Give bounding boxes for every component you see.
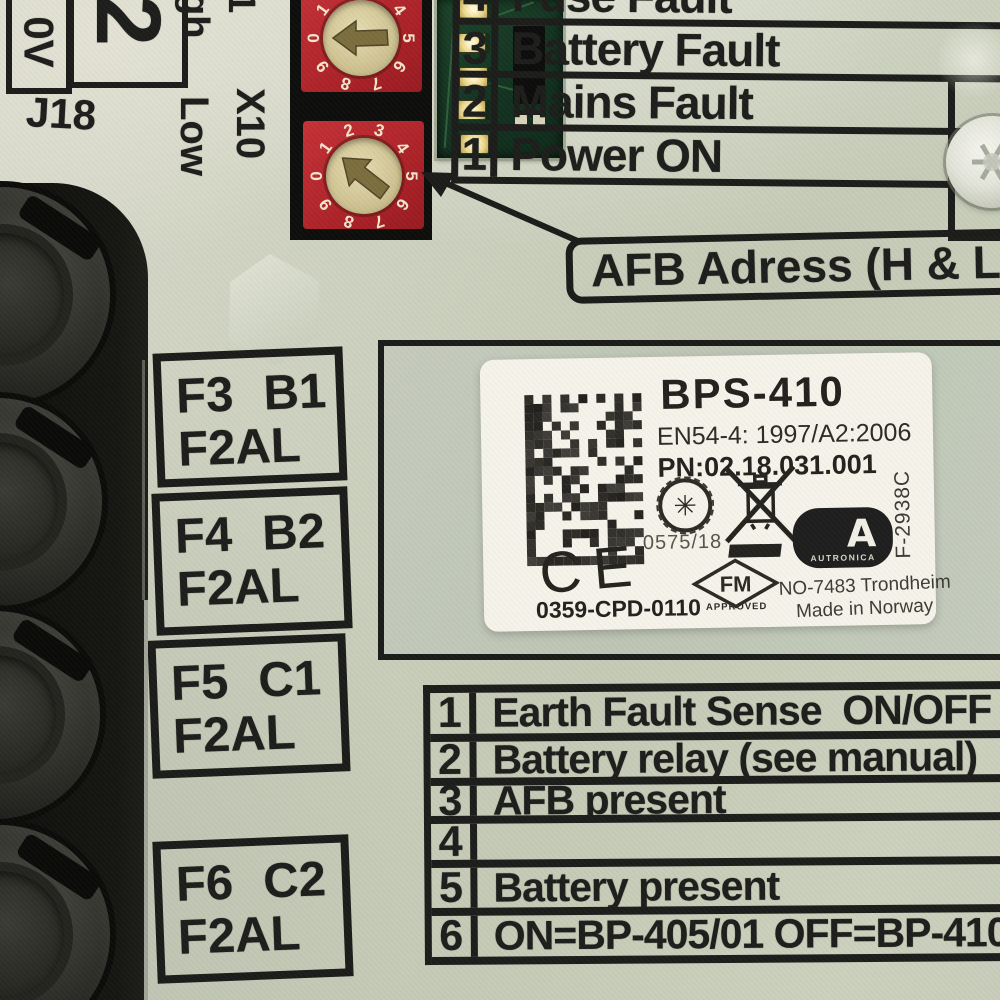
fuse-label-f3: F3 B1 F2AL [152,346,348,488]
row-label: Battery relay (see manual) [492,732,978,783]
fuse-id: F6 [174,855,235,912]
connector-j18-label: J18 [24,88,98,139]
pcb-pad [533,110,545,131]
torx-star-icon [972,143,1000,181]
recess-edge-highlight [144,600,148,1000]
panel-engraving-line [948,233,1000,241]
circuit-id: C2 [262,852,327,909]
weee-bar-icon [728,543,782,558]
row-number: 2 [430,735,477,783]
status-led-5 [460,134,489,154]
table-row: 5 Battery present [431,862,1000,917]
dip-legend-table: 1 Earth Fault Sense ON/OFF 2 Battery rel… [423,680,1000,966]
rotary-low-dial[interactable] [326,138,402,214]
rotary-arrow-icon [331,19,389,57]
pcb-ic-chip [513,26,545,104]
svg-text:FM: FM [720,571,752,597]
rotary-digit: 0 [304,33,323,43]
fuse-rating: F2AL [177,418,302,477]
row-label: AFB present [492,775,726,824]
autronica-logo: A AUTRONICA [792,506,894,569]
label-side-code: F-2938C [890,469,916,559]
recess-edge-highlight [142,360,145,600]
torx-screw [946,116,1000,208]
product-label: BPS-410 EN54-4: 1997/A2:2006 PN:02.18.03… [479,352,951,632]
table-row: 3 AFB present [430,775,1000,824]
rotary-digit: 0 [307,171,326,181]
circuit-id: C1 [257,651,323,708]
brand-origin: Made in Norway [795,595,934,623]
weee-bin-icon [723,464,797,544]
rotary-digit: 5 [399,33,418,43]
pcb-led-window [434,0,566,161]
fuse-label-f5: F5 C1 F2AL [147,633,351,779]
fuse-id: F5 [170,654,230,711]
connector-0v-label: 0V [16,16,63,68]
row-number: 4 [431,817,478,865]
row-number: 3 [430,776,477,824]
autronica-logo-letter: A [846,511,877,556]
connector-2-box: 2 [68,0,188,88]
row-number: 2 [451,75,499,127]
autronica-logo-name: AUTRONICA [810,552,876,564]
row-label: Earth Fault Sense ON/OFF [492,686,992,736]
row-label: ON=BP-405/01 OFF=BP-410/ [493,908,1000,959]
status-led-1 [459,0,488,19]
table-row: 6 ON=BP-405/01 OFF=BP-410/ [431,908,1000,966]
fuse-rating: F2AL [176,558,301,617]
fm-approved-icon: FM [691,558,781,609]
row-number: 5 [431,863,478,911]
cpd-number: 0359-CPD-0110 [535,594,702,624]
fuse-id: F4 [173,507,234,564]
fuse-rating: F2AL [177,906,302,965]
fuse-rating: F2AL [172,705,297,764]
row-number: 4 [452,0,499,21]
table-row: 4 [431,817,1000,869]
low-label: Low [172,96,216,176]
fm-approved-text: APPROVED [705,600,768,614]
high-label-fragment: gh [174,0,216,39]
connector-0v-box: 0V [6,0,72,94]
one-label-fragment: 1 [220,0,262,14]
pcb-pad [515,110,527,131]
afb-address-label: AFB Adress (H & L [590,235,1000,297]
row-label: Battery present [493,862,780,911]
row-label: Battery Fault [511,22,780,77]
certification-mark-icon: ✳ [655,475,715,535]
fuse-label-f6: F6 C2 F2AL [152,834,354,984]
model-number: BPS-410 [659,367,846,418]
afb-address-callout: AFB Adress (H & L [565,228,1000,304]
standard-text: EN54-4: 1997/A2:2006 [656,418,912,451]
rotary-high-dial[interactable] [323,0,399,76]
row-number: 1 [430,689,477,737]
status-led-4 [457,100,486,120]
status-led-2 [457,33,486,53]
circuit-id: B2 [261,504,326,561]
rotary-arrow-icon [341,157,391,200]
x10-label: X10 [228,88,272,160]
row-number: 3 [452,22,499,74]
reflection-highlight [938,18,1000,102]
fuse-id: F3 [175,367,235,424]
callout-arrow-icon [421,172,582,245]
row-label: Mains Fault [510,75,754,130]
circuit-id: B1 [262,364,328,421]
status-led-3 [459,67,488,87]
cert-number: 0575/18 [642,530,723,555]
row-number: 6 [431,912,478,960]
fuse-label-f4: F4 B2 F2AL [151,486,353,636]
connector-2-label: 2 [77,0,180,46]
